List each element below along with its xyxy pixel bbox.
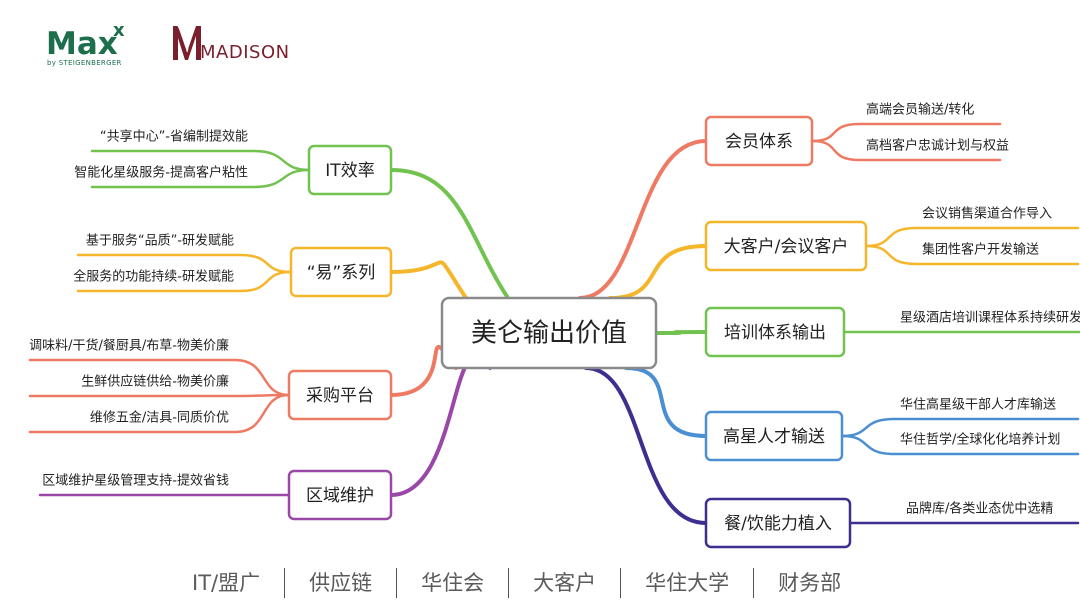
footer-department-item: 华住大学 [620, 568, 753, 598]
center-node-label: 美仑输出价值 [471, 319, 627, 349]
leaf-label: 会议销售渠道合作导入 [922, 206, 1052, 222]
maxx-logo-superscript: x [113, 20, 125, 41]
leaf-label: “共享中心”-省编制提效能 [100, 129, 248, 145]
madison-logo: MADISON [200, 42, 290, 63]
leaf-label: 智能化星级服务-提高客户粘性 [74, 165, 248, 181]
branch-node-label: 区域维护 [306, 486, 374, 506]
footer-department-item: 财务部 [753, 568, 865, 598]
leaf-label: 基于服务“品质”-研发赋能 [86, 233, 234, 249]
branch-node [704, 220, 868, 272]
center-node [440, 296, 658, 370]
branch-link [389, 168, 510, 300]
leaf-link [840, 417, 1080, 438]
leaf-link [810, 122, 1002, 143]
branch-node [289, 246, 393, 298]
leaf-label: 调味料/干货/餐厨具/布草-物美价廉 [29, 338, 229, 354]
branch-node [287, 369, 393, 421]
branch-node-label: “易”系列 [307, 263, 376, 283]
leaf-link [864, 244, 1080, 266]
leaf-link [864, 226, 1080, 248]
leaf-link [840, 434, 1080, 456]
leaf-label: 华住高星级干部人才库输送 [900, 397, 1056, 413]
leaf-label: 品牌库/各类业态优中选精 [906, 501, 1053, 517]
leaf-label: 集团性客户开发输送 [922, 242, 1039, 258]
branch-node [704, 410, 844, 462]
footer-department-item: 供应链 [284, 568, 396, 598]
branch-link [654, 330, 708, 335]
leaf-link [90, 168, 311, 189]
leaf-label: 华住哲学/全球化化培养计划 [900, 432, 1060, 448]
footer-department-item: 华住会 [396, 568, 508, 598]
leaf-link [28, 393, 291, 434]
leaf-label: 生鲜供应链供给-物美价廉 [81, 374, 229, 390]
branch-node-label: 会员体系 [725, 132, 793, 152]
leaf-link [76, 253, 293, 274]
branch-node-label: 餐/饮能力植入 [724, 514, 832, 534]
leaf-link [76, 270, 293, 293]
footer-department-list: IT/盟广供应链华住会大客户华住大学财务部 [168, 566, 928, 600]
branch-link [389, 260, 468, 300]
branch-node-label: IT效率 [325, 161, 374, 181]
branch-node-label: 高星人才输送 [723, 427, 825, 447]
maxx-logo: Max [46, 26, 118, 62]
branch-node-label: 培训体系输出 [724, 323, 826, 343]
branch-node [704, 306, 846, 358]
branch-node [704, 497, 852, 549]
leaf-label: 星级酒店培训课程体系持续研发 [900, 310, 1080, 326]
leaf-label: 高端会员输送/转化 [866, 102, 974, 118]
leaf-link [28, 393, 291, 398]
leaf-label: 全服务的功能持续-研发赋能 [73, 269, 234, 285]
logo-bar: Max x by STEIGENBERGER MADISON [0, 0, 320, 80]
branch-link [389, 354, 492, 497]
branch-link [624, 366, 708, 438]
footer-department-item: IT/盟广 [192, 571, 261, 595]
leaf-link [90, 149, 311, 172]
leaf-label: 高档客户忠诚计划与权益 [866, 138, 1009, 154]
madison-monogram-icon [173, 25, 201, 60]
maxx-logo-tagline: by STEIGENBERGER [47, 59, 122, 67]
leaf-link [28, 358, 291, 397]
leaf-link [810, 139, 1002, 162]
branch-link [578, 139, 708, 300]
branch-node [704, 115, 814, 167]
branch-node-label: 大客户/会议客户 [724, 237, 849, 257]
branch-node [307, 144, 393, 196]
branch-link [608, 244, 708, 300]
branch-node-label: 采购平台 [306, 386, 374, 406]
footer-department-item: 大客户 [508, 568, 620, 598]
branch-link [584, 366, 708, 525]
branch-node [287, 469, 393, 521]
leaf-label: 维修五金/洁具-同质价优 [90, 410, 229, 426]
leaf-label: 区域维护星级管理支持-提效省钱 [42, 473, 229, 489]
